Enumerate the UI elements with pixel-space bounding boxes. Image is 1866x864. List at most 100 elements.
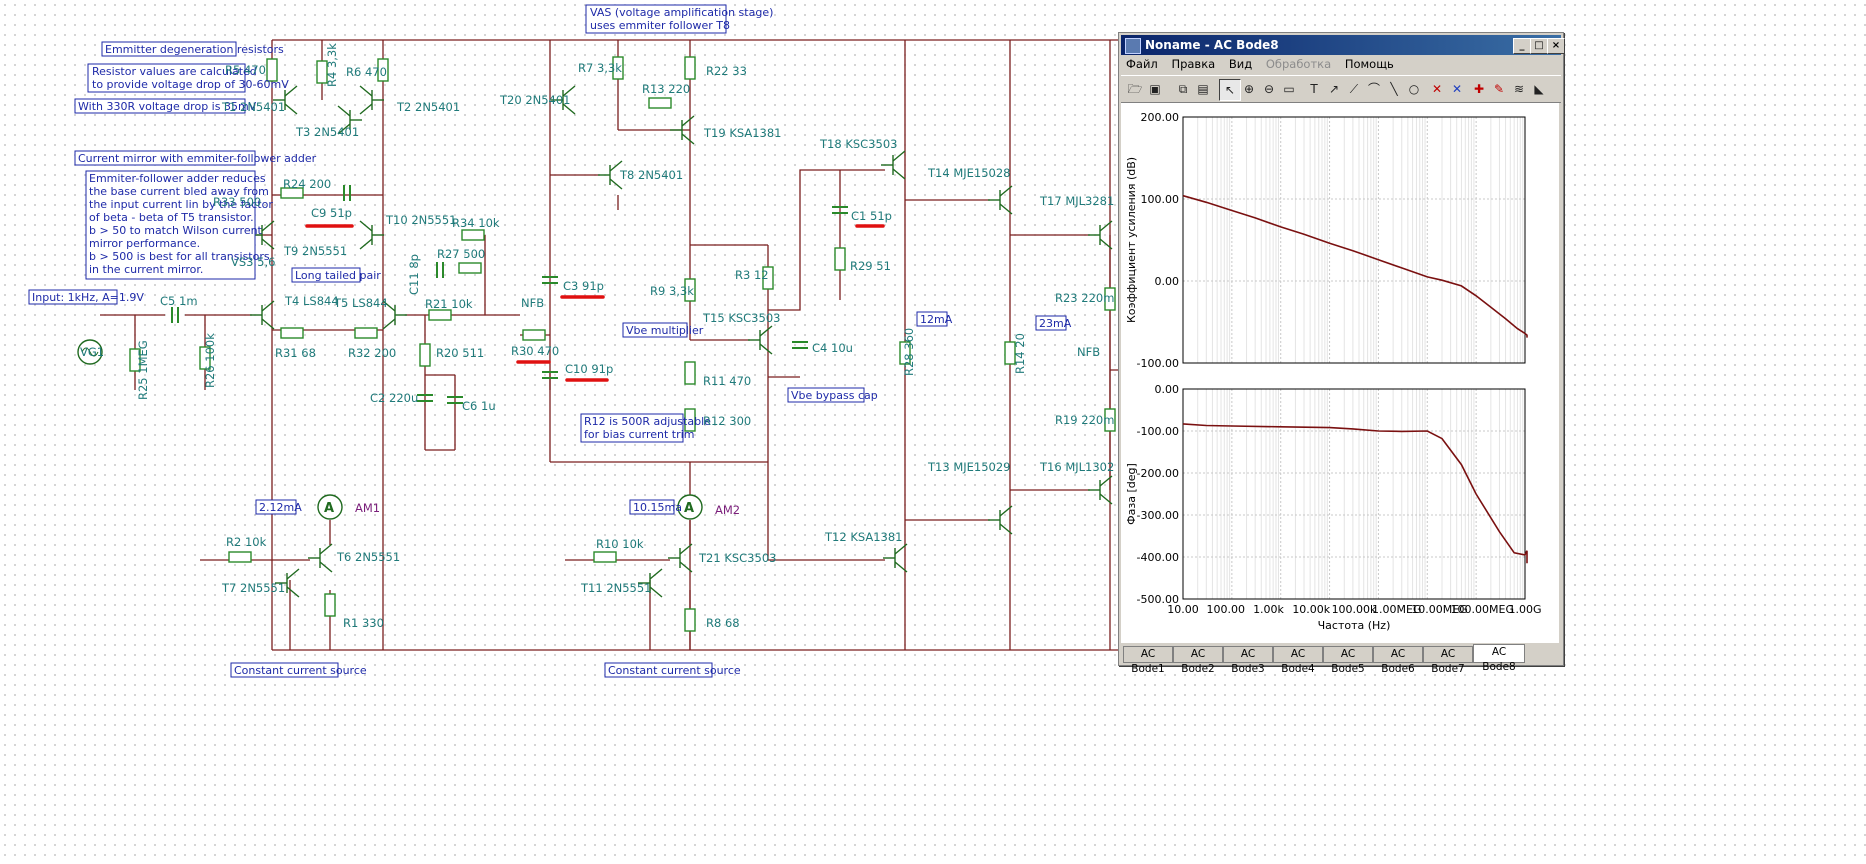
- app-icon: [1125, 38, 1141, 54]
- x-tick-label: 100.00MEG: [1451, 603, 1514, 616]
- resistor-r13: [648, 97, 672, 109]
- tab-ac-bode5[interactable]: AC Bode5: [1323, 646, 1373, 675]
- y-tick-label: -100.00: [1137, 425, 1179, 438]
- transistor-t18: [881, 150, 906, 180]
- label-c2: C2 220u: [370, 391, 418, 405]
- label-r29: R29 51: [850, 259, 891, 273]
- tab-ac-bode3[interactable]: AC Bode3: [1223, 646, 1273, 675]
- note-ef-7: b > 500 is best for all transistors: [89, 250, 270, 263]
- label-c10: C10 91p: [565, 362, 613, 376]
- tab-ac-bode6[interactable]: AC Bode6: [1373, 646, 1423, 675]
- label-t13: T13 MJE15029: [927, 460, 1010, 474]
- label-t12: T12 KSA1381: [824, 530, 903, 544]
- resistor-r9: [684, 278, 696, 302]
- tab-ac-bode1[interactable]: AC Bode1: [1123, 646, 1173, 675]
- bode-window[interactable]: Noname - AC Bode8 _ □ × Файл Правка Вид …: [1118, 32, 1565, 675]
- label-r14: R14 20: [1013, 333, 1027, 374]
- label-r23: R23 220m: [1055, 291, 1114, 305]
- y-tick-label: 200.00: [1141, 111, 1180, 124]
- phase-plot[interactable]: 0.00-100.00-200.00-300.00-400.00-500.00Ф…: [1125, 383, 1542, 632]
- label-am2: AM2: [715, 503, 740, 517]
- label-r12: R12 300: [703, 414, 751, 428]
- label-r21: R21 10k: [425, 297, 473, 311]
- drop-note-box: [74, 98, 246, 114]
- label-r10: R10 10k: [596, 537, 644, 551]
- label-c1: C1 51p: [851, 209, 892, 223]
- minimize-button[interactable]: _: [1513, 38, 1531, 54]
- note-drop: With 330R voltage drop is 35mV: [78, 100, 257, 113]
- transistor-t12: [883, 543, 908, 573]
- draw-line-icon[interactable]: ⟋: [1349, 82, 1359, 96]
- transistor-t7: [275, 568, 300, 598]
- menu-edit[interactable]: Правка: [1171, 57, 1216, 71]
- resistor-r3: [762, 266, 774, 290]
- maximize-button[interactable]: □: [1530, 38, 1548, 54]
- transistor-t6: [308, 543, 333, 573]
- text-icon[interactable]: T: [1310, 82, 1318, 96]
- label-c4: C4 10u: [812, 341, 853, 355]
- note-vbe: Vbe multiplier: [626, 324, 704, 337]
- close-button[interactable]: ×: [1547, 38, 1565, 54]
- trace-icon[interactable]: ≋: [1513, 82, 1525, 96]
- label-t5: T5 LS844: [333, 296, 388, 310]
- label-r25: R25 1MEG: [136, 340, 150, 400]
- marker-icon[interactable]: ✚: [1473, 82, 1485, 96]
- cursor-a-icon[interactable]: ✕: [1431, 82, 1443, 96]
- draw-arrow-icon[interactable]: ↗: [1328, 82, 1340, 96]
- capacitor-c11: [436, 262, 444, 278]
- menu-process[interactable]: Обработка: [1265, 57, 1332, 71]
- label-nfb-1: NFB: [521, 296, 544, 310]
- menu-bar: Файл Правка Вид Обработка Помощь: [1121, 56, 1561, 74]
- resistor-r8: [684, 608, 696, 632]
- cursor-b-icon[interactable]: ✕: [1451, 82, 1463, 96]
- label-r11: R11 470: [703, 374, 751, 388]
- note-resval-2: to provide voltage drop of 30-60mV: [92, 78, 289, 91]
- resistor-r34: [461, 229, 485, 241]
- tab-ac-bode7[interactable]: AC Bode7: [1423, 646, 1473, 675]
- label-c5: C5 1m: [160, 294, 198, 308]
- note-vas-2: uses emmiter follower T8: [590, 19, 730, 32]
- am2-meter: A: [677, 494, 703, 520]
- pointer-icon[interactable]: ↖: [1219, 79, 1241, 101]
- transistor-t15: [748, 325, 773, 355]
- label-t4: T4 LS844: [284, 294, 339, 308]
- zoom-out-icon[interactable]: ⊖: [1263, 82, 1275, 96]
- menu-help[interactable]: Помощь: [1344, 57, 1394, 71]
- tab-ac-bode4[interactable]: AC Bode4: [1273, 646, 1323, 675]
- label-t17: T17 MJL3281: [1039, 194, 1114, 208]
- pen-icon[interactable]: ✎: [1493, 82, 1505, 96]
- label-r26: R26 100k: [203, 333, 217, 388]
- note-ef-5: b > 50 to match Wilson current: [89, 224, 263, 237]
- ccs1-note-box: [230, 662, 339, 678]
- x-tick-label: 10.00MEG: [1411, 603, 1467, 616]
- copy-icon[interactable]: ⧉: [1178, 82, 1188, 96]
- line-icon[interactable]: ╲: [1390, 82, 1398, 96]
- y-axis-label: Фаза [deg]: [1125, 463, 1138, 525]
- zoom-in-icon[interactable]: ⊕: [1243, 82, 1255, 96]
- menu-file[interactable]: Файл: [1126, 57, 1158, 71]
- resistor-r31: [280, 327, 304, 339]
- circle-icon[interactable]: ○: [1408, 82, 1420, 96]
- wave-icon[interactable]: ◣: [1534, 82, 1544, 96]
- transistor-t13: [988, 505, 1013, 535]
- series-line-1-0: [1182, 423, 1528, 564]
- label-t21: T21 KSC3503: [698, 551, 776, 565]
- open-icon[interactable]: 🗁: [1127, 82, 1143, 96]
- bode-titlebar[interactable]: Noname - AC Bode8 _ □ ×: [1121, 35, 1565, 55]
- label-t15: T15 KSC3503: [702, 311, 780, 325]
- draw-curve-icon[interactable]: ⌒: [1367, 82, 1380, 96]
- save-icon[interactable]: ▣: [1149, 82, 1161, 96]
- tab-ac-bode8[interactable]: AC Bode8: [1473, 644, 1525, 673]
- tab-ac-bode2[interactable]: AC Bode2: [1173, 646, 1223, 675]
- menu-view[interactable]: Вид: [1228, 57, 1253, 71]
- resistor-r14: [1004, 341, 1016, 365]
- label-r7: R7 3,3k: [578, 61, 622, 75]
- zoom-fit-icon[interactable]: ▭: [1283, 82, 1295, 96]
- transistor-t8: [598, 160, 623, 190]
- paste-icon[interactable]: ▤: [1197, 82, 1209, 96]
